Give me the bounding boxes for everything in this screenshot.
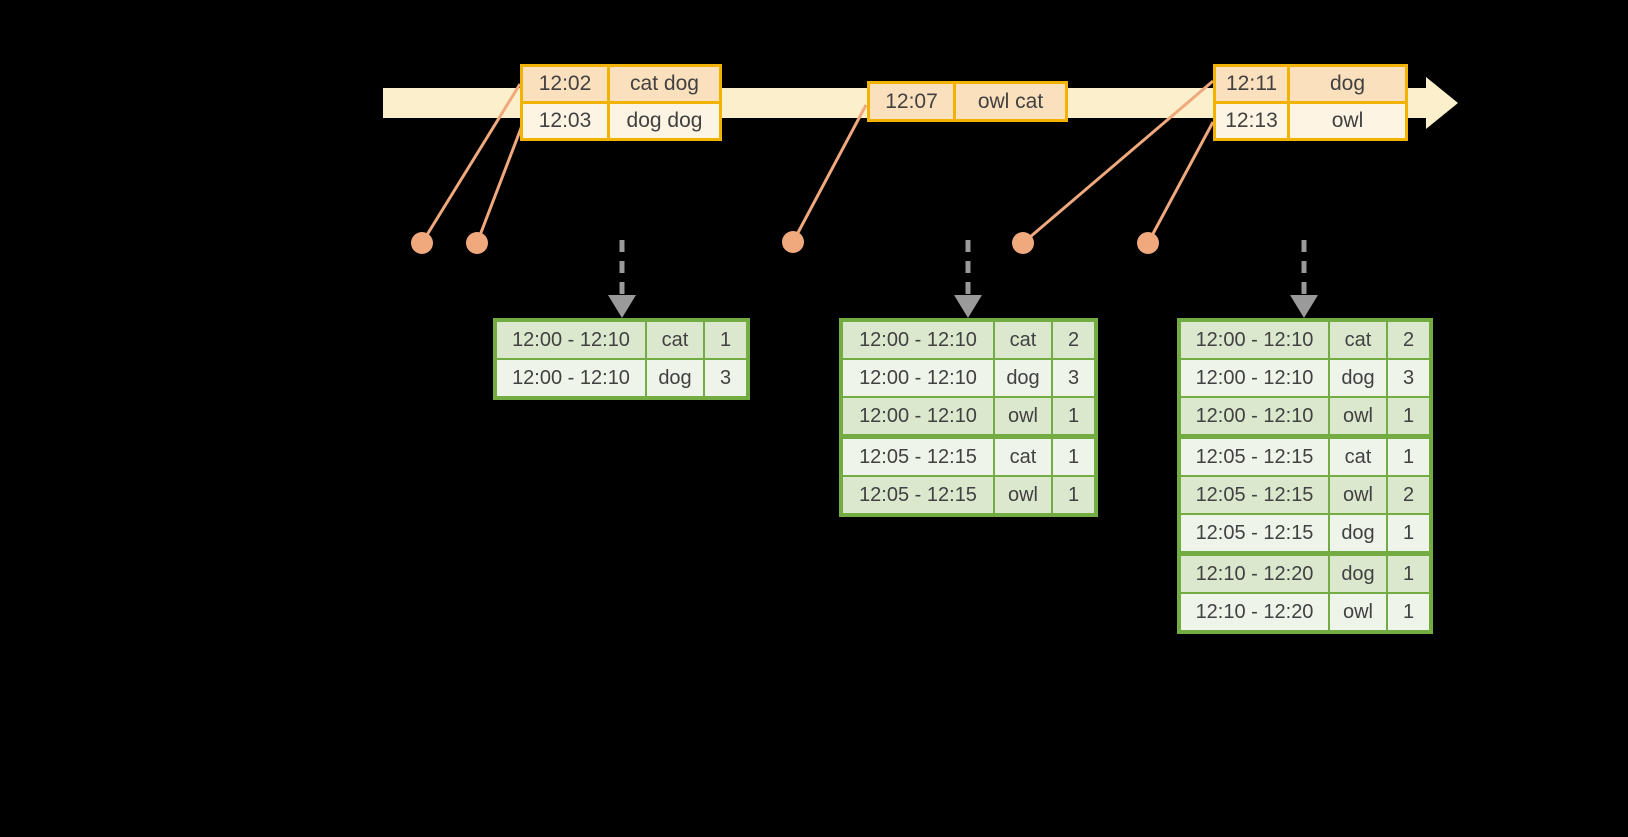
event-time-cell: 12:02 (523, 67, 607, 101)
window-cell: 12:05 - 12:15 (843, 477, 993, 513)
word-cell: owl (995, 398, 1051, 434)
word-cell: dog (1330, 360, 1386, 396)
count-cell: 1 (1388, 398, 1429, 434)
count-cell: 2 (1053, 322, 1094, 358)
event-table-2: 12:07 owl cat (867, 81, 1068, 122)
word-cell: owl (995, 477, 1051, 513)
count-cell: 2 (1388, 477, 1429, 513)
word-cell: owl (1330, 398, 1386, 434)
count-cell: 1 (1053, 477, 1094, 513)
window-cell: 12:00 - 12:10 (1181, 360, 1328, 396)
count-cell: 1 (1388, 439, 1429, 475)
event-table-3: 12:11 dog 12:13 owl (1213, 64, 1408, 141)
count-cell: 1 (1053, 398, 1094, 434)
word-cell: cat (1330, 322, 1386, 358)
window-cell: 12:00 - 12:10 (497, 360, 645, 396)
word-cell: owl (1330, 594, 1386, 630)
window-cell: 12:05 - 12:15 (1181, 477, 1328, 513)
event-time-cell: 12:07 (870, 84, 953, 119)
word-cell: dog (1330, 556, 1386, 592)
connector-line (475, 122, 525, 244)
window-cell: 12:00 - 12:10 (1181, 398, 1328, 434)
count-cell: 2 (1388, 322, 1429, 358)
event-words-cell: owl (1290, 104, 1405, 138)
event-words-cell: dog (1290, 67, 1405, 101)
event-dot (411, 232, 433, 254)
window-cell: 12:00 - 12:10 (843, 322, 993, 358)
batch-arrow-icon (1290, 240, 1318, 318)
event-dot (782, 231, 804, 253)
word-cell: cat (995, 322, 1051, 358)
batch-arrow-icon (954, 240, 982, 318)
count-cell: 1 (705, 322, 746, 358)
word-cell: owl (1330, 477, 1386, 513)
word-cell: dog (647, 360, 703, 396)
window-cell: 12:05 - 12:15 (1181, 439, 1328, 475)
batch-arrow-icon (608, 240, 636, 318)
count-cell: 1 (1388, 515, 1429, 551)
word-cell: dog (1330, 515, 1386, 551)
word-cell: cat (647, 322, 703, 358)
count-cell: 1 (1388, 556, 1429, 592)
event-time-cell: 12:13 (1216, 104, 1287, 138)
window-cell: 12:05 - 12:15 (1181, 515, 1328, 551)
count-cell: 1 (1388, 594, 1429, 630)
event-words-cell: owl cat (956, 84, 1065, 119)
connector-line (1022, 79, 1214, 245)
event-time-cell: 12:11 (1216, 67, 1287, 101)
event-words-cell: dog dog (610, 104, 719, 138)
window-cell: 12:05 - 12:15 (843, 439, 993, 475)
event-time-cell: 12:03 (523, 104, 607, 138)
event-dot (466, 232, 488, 254)
word-cell: dog (995, 360, 1051, 396)
event-words-cell: cat dog (610, 67, 719, 101)
connector-line (1146, 121, 1215, 244)
count-cell: 3 (705, 360, 746, 396)
count-cell: 1 (1053, 439, 1094, 475)
word-cell: cat (1330, 439, 1386, 475)
connector-line (420, 83, 522, 244)
window-cell: 12:10 - 12:20 (1181, 594, 1328, 630)
window-cell: 12:00 - 12:10 (497, 322, 645, 358)
window-cell: 12:00 - 12:10 (1181, 322, 1328, 358)
word-cell: cat (995, 439, 1051, 475)
timeline-arrowhead-icon (1426, 77, 1458, 129)
connector-line (791, 104, 868, 243)
window-cell: 12:00 - 12:10 (843, 360, 993, 396)
event-dot (1137, 232, 1159, 254)
window-cell: 12:00 - 12:10 (843, 398, 993, 434)
count-cell: 3 (1388, 360, 1429, 396)
count-cell: 3 (1053, 360, 1094, 396)
window-cell: 12:10 - 12:20 (1181, 556, 1328, 592)
event-table-1: 12:02 cat dog 12:03 dog dog (520, 64, 722, 141)
event-dot (1012, 232, 1034, 254)
